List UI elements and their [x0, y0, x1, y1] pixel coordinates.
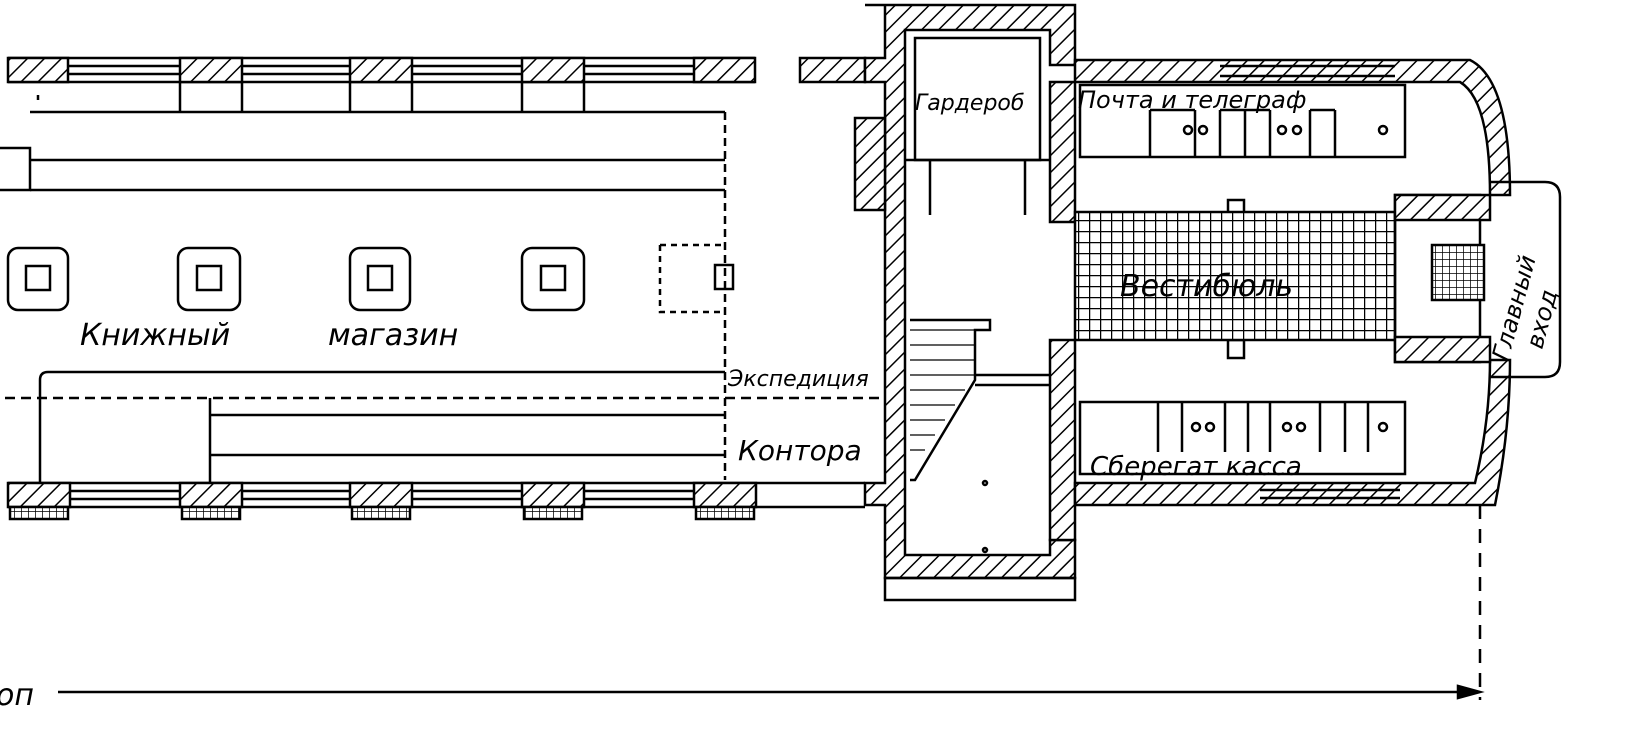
- label-cloakroom: Гардероб: [915, 91, 1024, 116]
- savings-counter: [1078, 400, 1407, 476]
- dimension-line: [58, 505, 1485, 700]
- dimension-label: оп: [0, 678, 34, 713]
- vestibule-floor: [1073, 210, 1397, 342]
- bookshop-interior: [0, 95, 880, 483]
- label-post: Почта и телеграф: [1078, 86, 1306, 114]
- right-wing-walls: [1073, 58, 1512, 507]
- label-savings: Сберегат касса: [1090, 452, 1302, 482]
- label-expedition: Экспедиция: [727, 367, 869, 392]
- columns: [6, 246, 586, 312]
- label-bookshop-2: магазин: [328, 318, 458, 353]
- label-vestibule: Вестибюль: [1120, 269, 1293, 304]
- label-bookshop-1: Книжный: [80, 318, 230, 353]
- bookshop-bottom-wall: [6, 481, 865, 521]
- stair-block: [798, 3, 1077, 602]
- label-office: Контора: [738, 434, 862, 467]
- post-counter: [1078, 83, 1407, 159]
- main-entrance: [1393, 180, 1562, 379]
- bookshop-top-wall: [6, 56, 757, 112]
